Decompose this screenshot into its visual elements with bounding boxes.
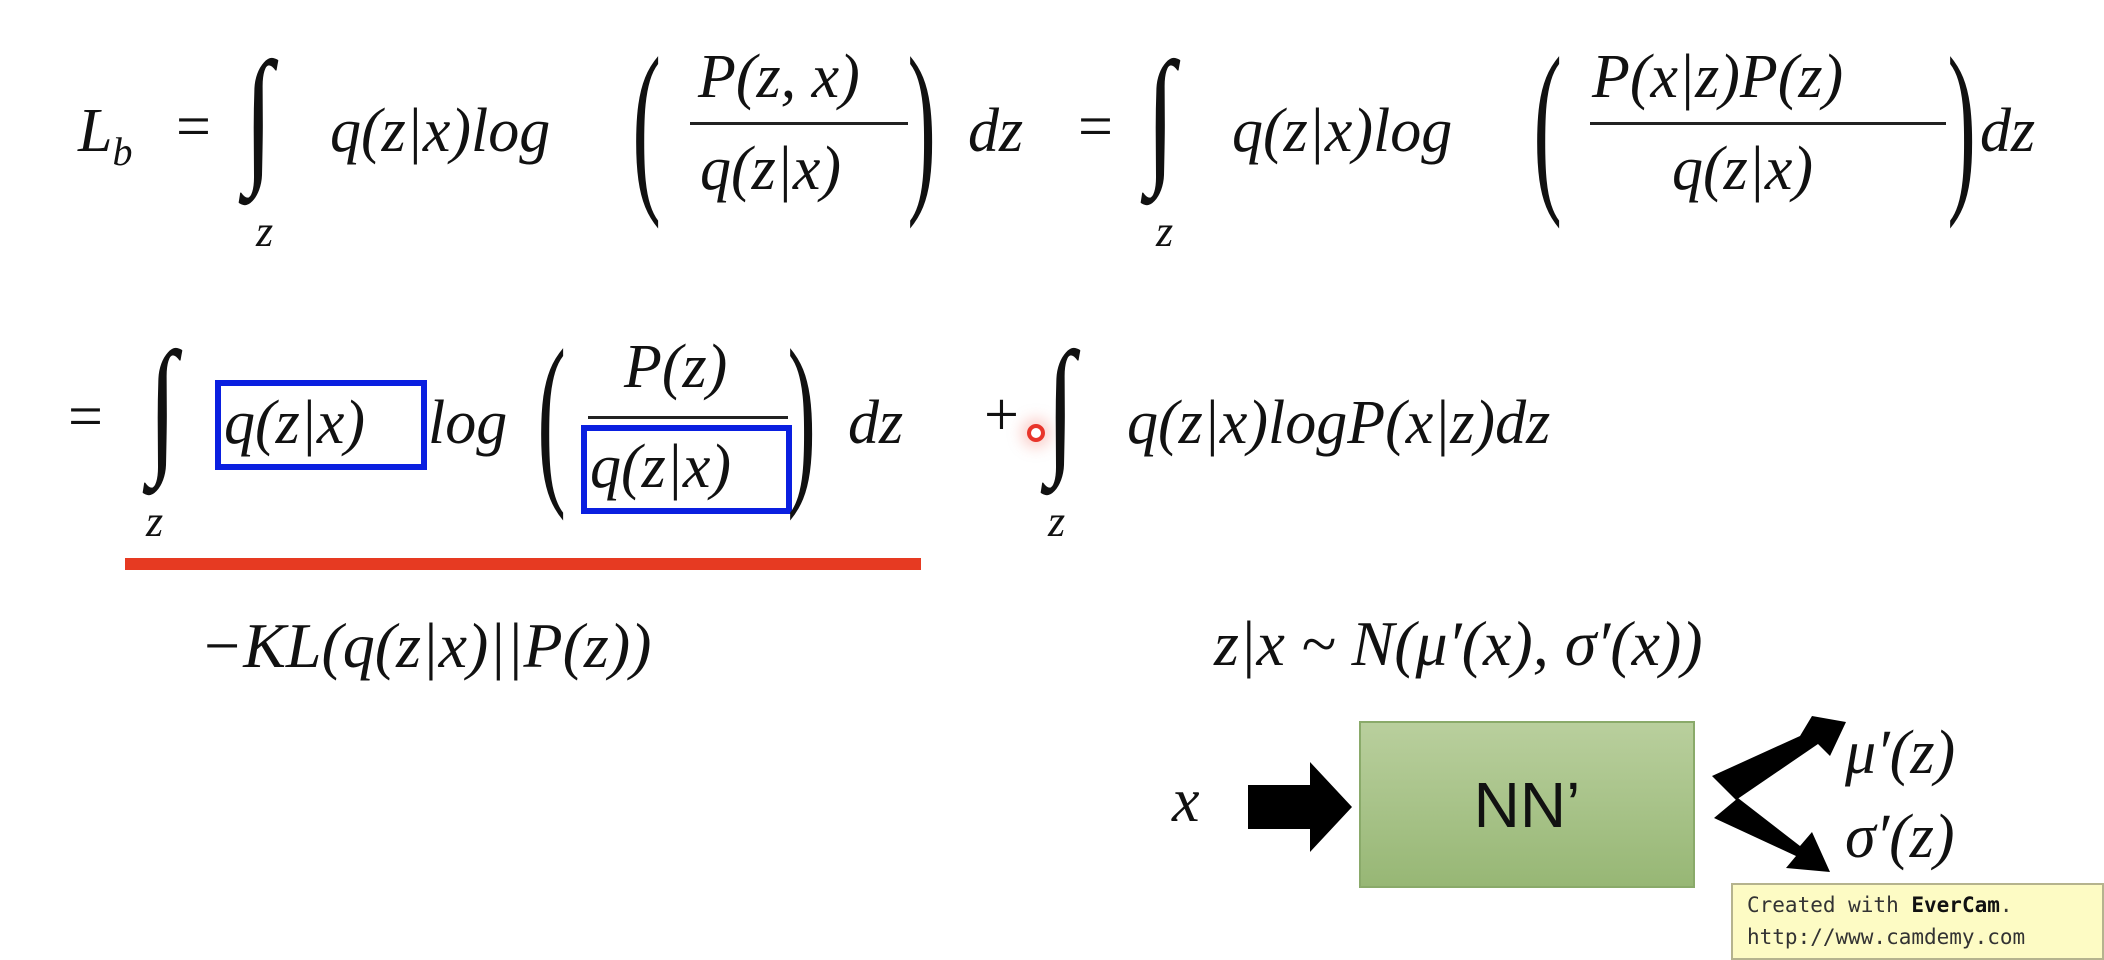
cursor-indicator-icon [1027, 424, 1045, 442]
fraction-bar [690, 122, 908, 125]
output-sigma-label: σ′(z) [1845, 803, 1955, 871]
fraction-bar [588, 416, 788, 419]
integral-subscript: z [1048, 497, 1066, 546]
left-paren: ( [537, 312, 566, 522]
lb-symbol: Lb [78, 97, 132, 172]
kl-underline [125, 558, 921, 570]
integral-subscript: z [146, 497, 164, 546]
right-paren: ) [1947, 20, 1976, 230]
dz: dz [968, 97, 1024, 165]
evercam-watermark: Created with EverCam. http://www.camdemy… [1731, 883, 2104, 960]
input-x-label: x [1172, 767, 1200, 835]
integral-icon: ∫ [148, 322, 177, 488]
watermark-url: http://www.camdemy.com [1747, 925, 2026, 949]
output-mu-label: μ′(z) [1845, 719, 1956, 787]
fraction-numerator: P(z, x) [698, 43, 860, 111]
watermark-text: Created with [1747, 893, 1912, 917]
equals-sign: = [68, 383, 103, 451]
fraction-numerator: P(x|z)P(z) [1592, 43, 1844, 111]
left-paren: ( [632, 20, 661, 230]
term-q-log: q(z|x)log [330, 97, 551, 165]
neural-network-box: NN’ [1359, 721, 1695, 888]
boxed-q-term: q(z|x) [224, 389, 365, 457]
equals-sign: = [176, 93, 211, 161]
fraction-denominator: q(z|x) [700, 135, 841, 203]
watermark-line: Created with EverCam. [1747, 889, 2088, 921]
integral-icon: ∫ [1046, 322, 1075, 488]
fraction-bar [1590, 122, 1946, 125]
kl-label: −KL(q(z|x)||P(z)) [200, 610, 652, 681]
fraction-denominator: q(z|x) [1672, 135, 1813, 203]
dz: dz [848, 389, 904, 457]
fraction-numerator: P(z) [624, 333, 728, 401]
fraction-denominator-boxed: q(z|x) [590, 433, 731, 501]
mu-arrow-icon [1712, 716, 1846, 800]
right-paren: ) [907, 20, 936, 230]
right-paren: ) [787, 312, 816, 522]
dz: dz [1980, 97, 2036, 165]
integral-subscript: z [1156, 207, 1174, 256]
sigma-arrow-icon [1714, 798, 1830, 872]
left-paren: ( [1533, 20, 1562, 230]
watermark-text: . [1999, 893, 2013, 917]
equals-sign: = [1078, 93, 1113, 161]
highlight-box [581, 425, 792, 514]
network-label: NN’ [1473, 768, 1581, 841]
lb-subscript: b [112, 129, 133, 174]
integral-icon: ∫ [244, 32, 273, 198]
integral-icon: ∫ [1146, 32, 1175, 198]
lb-letter: L [78, 97, 113, 165]
highlight-box [215, 380, 427, 470]
distribution-label: z|x ~ N(μ′(x), σ′(x)) [1214, 608, 1703, 679]
log: log [428, 389, 508, 457]
input-arrow-icon [1248, 762, 1352, 852]
term-q-log: q(z|x)log [1232, 97, 1453, 165]
second-integral-term: q(z|x)logP(x|z)dz [1127, 389, 1551, 457]
watermark-brand: EverCam [1911, 893, 2000, 917]
integral-subscript: z [256, 207, 274, 256]
plus-sign: + [984, 381, 1019, 449]
